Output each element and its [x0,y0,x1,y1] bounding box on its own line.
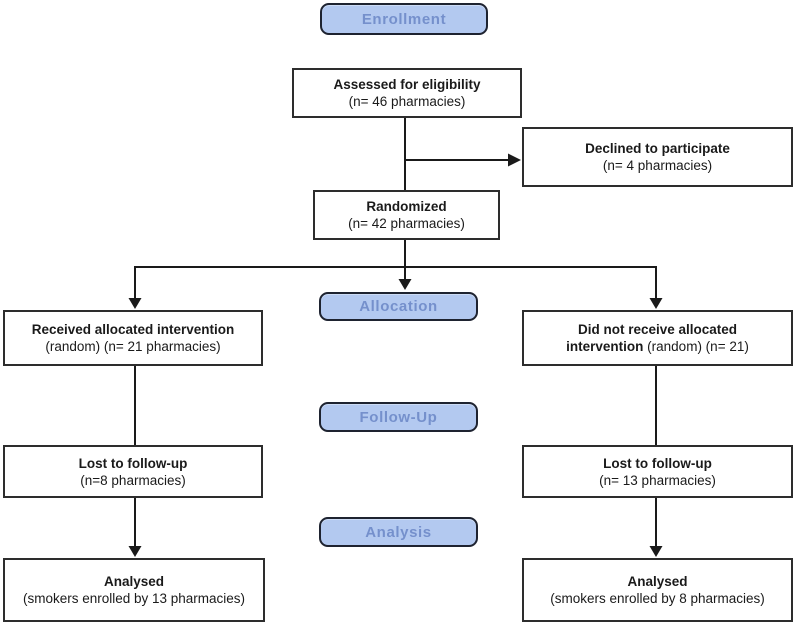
stage-label: Enrollment [361,10,447,28]
box-detail: (n= 46 pharmacies) [348,94,466,109]
box-received-allocated-intervention: Received allocated intervention (random)… [3,310,263,366]
box-assessed-for-eligibility: Assessed for eligibility (n= 46 pharmaci… [292,68,522,118]
box-title: Analysed [627,574,688,589]
arrowhead-left-analysed [128,546,142,557]
box-detail: (n= 13 pharmacies) [599,472,716,488]
box-title: Declined to participate [585,141,730,156]
arrowhead-right-analysed [649,546,663,557]
box-title: Received allocated intervention [31,322,235,337]
box-detail: (random) (n= 21 pharmacies) [45,339,221,354]
box-text: Did not receive allocated intervention (… [524,321,791,355]
stage-label: Allocation [359,298,438,315]
box-title: Lost to follow-up [78,455,188,471]
arrowhead-left-arm [128,298,142,309]
arrowhead-allocation [398,279,412,290]
box-title: Analysed [103,574,165,589]
box-detail: (smokers enrolled by 13 pharmacies) [22,591,246,606]
stage-label: Analysis [365,523,432,541]
box-analysed-left: Analysed (smokers enrolled by 13 pharmac… [3,558,265,622]
box-did-not-receive-intervention: Did not receive allocated intervention (… [522,310,793,366]
box-randomized: Randomized (n= 42 pharmacies) [313,190,500,240]
arrowhead-right-arm [649,298,663,309]
box-detail: (n=8 pharmacies) [80,472,186,488]
stage-badge-allocation: Allocation [319,292,478,321]
box-lost-to-followup-left: Lost to follow-up (n=8 pharmacies) [3,445,263,498]
stage-badge-enrollment: Enrollment [320,3,488,35]
box-title: Assessed for eligibility [333,77,481,92]
box-detail: (random) (n= 21) [647,339,749,354]
box-lost-to-followup-right: Lost to follow-up (n= 13 pharmacies) [522,445,793,498]
box-detail: (n= 4 pharmacies) [602,158,713,173]
stage-badge-followup: Follow-Up [319,402,478,432]
arrowhead-declined [508,153,521,167]
box-analysed-right: Analysed (smokers enrolled by 8 pharmaci… [522,558,793,622]
box-detail: (smokers enrolled by 8 pharmacies) [550,591,765,606]
box-title: Randomized [366,199,447,214]
box-title: Did not receive allocated intervention [566,322,738,354]
stage-badge-analysis: Analysis [319,517,478,547]
box-title: Lost to follow-up [603,455,712,471]
stage-label: Follow-Up [359,408,438,426]
box-declined-to-participate: Declined to participate (n= 4 pharmacies… [522,127,793,187]
box-detail: (n= 42 pharmacies) [348,216,465,231]
